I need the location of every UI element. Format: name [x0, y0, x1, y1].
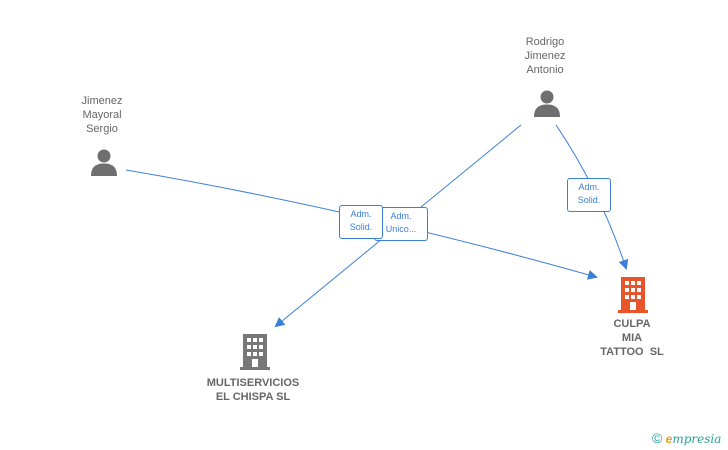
person-name-line: Antonio — [526, 64, 564, 76]
company-name-line: MIA — [621, 332, 643, 344]
empresia-logo: © empresia — [652, 430, 721, 446]
edge-label-line: Solid. — [349, 222, 373, 232]
company-label-culpa-mia[interactable]: CULPA MIA TATTOO SL — [582, 317, 682, 359]
person-name-line: Mayoral — [82, 109, 122, 121]
edge-label-line: Unico... — [385, 224, 417, 234]
edge-label-adm-solid[interactable]: Adm. Solid. — [567, 178, 611, 212]
edge-label-line: Adm. — [350, 209, 372, 219]
company-name-line: CULPA — [613, 318, 651, 330]
person-name-line: Rodrigo — [525, 36, 565, 48]
edge-label-line: Solid. — [577, 195, 601, 205]
company-name-line: MULTISERVICIOS — [206, 377, 300, 389]
brand-initial: e — [665, 432, 673, 446]
company-label-multiservicios[interactable]: MULTISERVICIOS EL CHISPA SL — [188, 376, 318, 404]
copyright-symbol: © — [652, 430, 663, 446]
edge-label-adm-unico[interactable]: Adm. Unico... — [374, 207, 428, 241]
person-label-jimenez[interactable]: Jimenez Mayoral Sergio — [62, 94, 142, 136]
person-name-line: Jimenez — [524, 50, 566, 62]
edge-label-line: Adm. — [578, 182, 600, 192]
person-icon[interactable] — [533, 89, 561, 117]
edge-label-line: Adm. — [390, 211, 412, 221]
company-name-line: TATTOO SL — [600, 346, 664, 358]
edge-label-adm-solid[interactable]: Adm. Solid. — [339, 205, 383, 239]
company-name-line: EL CHISPA SL — [215, 391, 291, 403]
building-icon[interactable] — [618, 277, 648, 313]
building-icon[interactable] — [240, 334, 270, 370]
person-name-line: Jimenez — [81, 95, 123, 107]
brand-name: mpresia — [672, 432, 722, 446]
person-name-line: Sergio — [86, 123, 118, 135]
person-label-rodrigo[interactable]: Rodrigo Jimenez Antonio — [505, 35, 585, 77]
person-icon[interactable] — [90, 148, 118, 176]
